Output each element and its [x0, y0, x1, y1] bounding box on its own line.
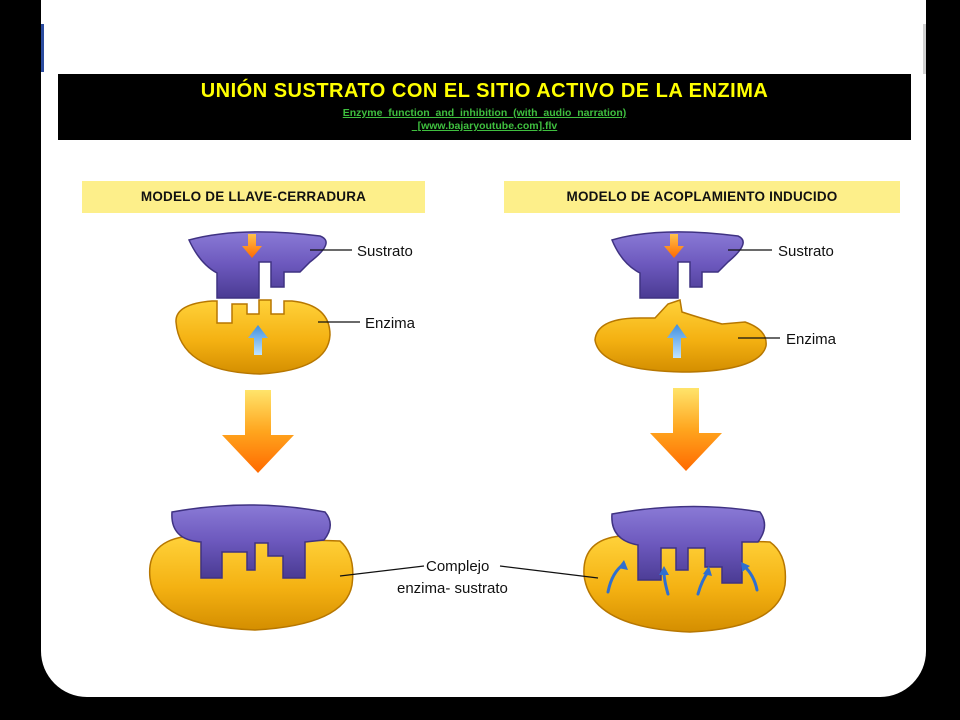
slide-edge-shadow — [923, 24, 926, 74]
slide-edge-accent — [41, 24, 44, 72]
induced-fit-arrowheads-icon — [618, 560, 750, 576]
enzyme-label-left: Enzima — [365, 315, 416, 332]
video-link-line2: _[www.bajaryoutube.com].flv — [411, 120, 558, 132]
blue-up-arrow-right-icon — [667, 324, 687, 358]
video-link-line1: Enzyme_function_and_inhibition_(with_aud… — [342, 107, 627, 119]
lock-and-key-title: MODELO DE LLAVE-CERRADURA — [82, 181, 425, 213]
video-link[interactable]: Enzyme_function_and_inhibition_(with_aud… — [58, 107, 911, 133]
induced-fit-title: MODELO DE ACOPLAMIENTO INDUCIDO — [504, 181, 900, 213]
big-down-arrow-left-icon — [222, 390, 294, 473]
title-bar: UNIÓN SUSTRATO CON EL SITIO ACTIVO DE LA… — [58, 74, 911, 140]
complex-label-line2: enzima- sustrato — [397, 580, 508, 597]
substrate-label-right: Sustrato — [778, 243, 834, 260]
slide-title: UNIÓN SUSTRATO CON EL SITIO ACTIVO DE LA… — [200, 80, 769, 102]
complex-leader-lines — [339, 565, 599, 579]
complex-label-line1: Complejo — [426, 558, 489, 575]
lock-key-complex-substrate — [171, 504, 331, 579]
big-down-arrow-right-icon — [650, 388, 722, 471]
lock-key-substrate — [187, 231, 327, 299]
enzyme-label-right: Enzima — [786, 331, 837, 348]
blue-up-arrow-icon — [248, 325, 268, 355]
induced-fit-substrate — [610, 231, 744, 299]
orange-down-arrow-icon — [242, 234, 262, 258]
substrate-label-left: Sustrato — [357, 243, 413, 260]
induced-fit-complex-substrate — [611, 505, 766, 584]
orange-down-arrow-right-icon — [664, 234, 684, 258]
